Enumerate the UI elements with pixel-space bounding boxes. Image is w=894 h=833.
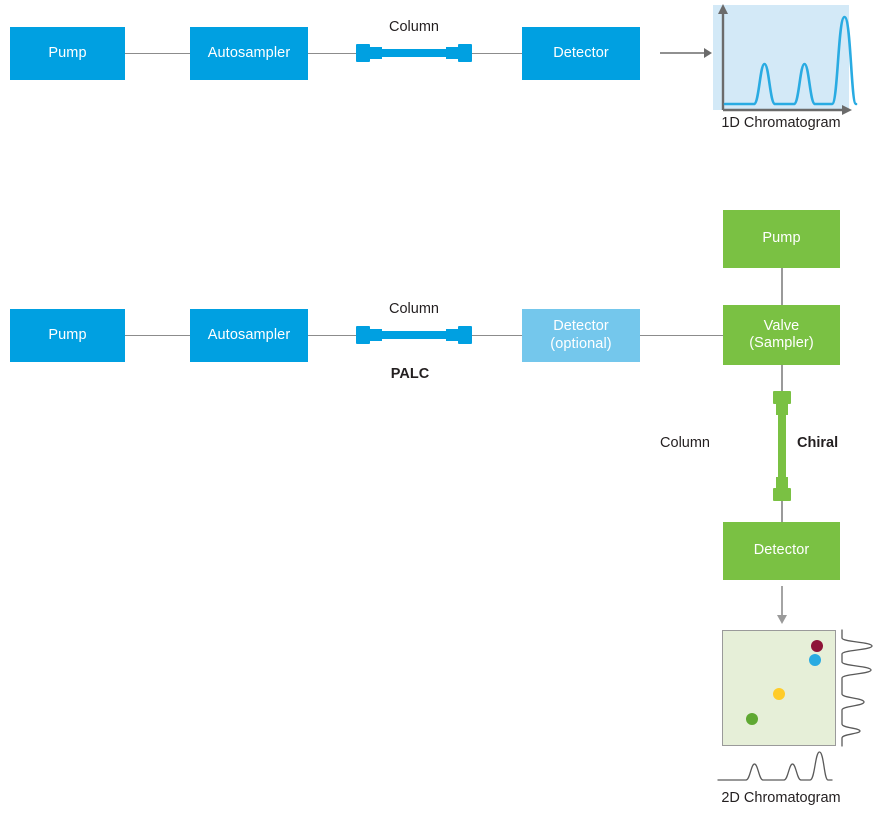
connector-valve-column: [781, 365, 783, 392]
row2-detector-label: Detector: [553, 318, 609, 335]
chromatogram-1d-panel: [713, 5, 849, 110]
second-dim-pump-box[interactable]: Pump: [723, 210, 840, 268]
connector-column-detector: [781, 500, 783, 522]
connector-row2-detector-valve: [640, 335, 723, 337]
chromatogram-1d-plot: [718, 4, 858, 115]
valve-sampler-label: (Sampler): [749, 335, 814, 351]
second-dim-pump-label: Pump: [762, 230, 801, 247]
row2-autosampler-label: Autosampler: [207, 326, 291, 343]
chromatogram-1d-caption: 1D Chromatogram: [721, 115, 841, 131]
row2-autosampler-box[interactable]: Autosampler: [190, 309, 308, 362]
connector-row2-pump-autosampler: [125, 335, 190, 337]
connector-row1-autosampler-column: [308, 53, 360, 55]
row2-pump-box[interactable]: Pump: [10, 309, 125, 362]
connector-row2-autosampler-column: [308, 335, 360, 337]
chromatogram-2d-point-analyte-1: [811, 640, 823, 652]
row1-detector-box[interactable]: Detector: [522, 27, 640, 80]
connector-row2-column-detector: [468, 335, 522, 337]
connector-row1-pump-autosampler: [125, 53, 190, 55]
chiral-label: Chiral: [797, 435, 839, 451]
second-dim-detector-label: Detector: [753, 542, 810, 559]
row1-pump-label: Pump: [48, 44, 87, 61]
valve-sampler-box[interactable]: Valve (Sampler): [723, 305, 840, 365]
hplc-column-icon: [356, 326, 472, 344]
row2-pump-label: Pump: [48, 326, 87, 343]
row1-column-label: Column: [389, 19, 439, 35]
arrow-right-icon: [660, 48, 712, 58]
chromatogram-2d-marginal-bottom: [717, 751, 833, 781]
row1-autosampler-label: Autosampler: [207, 44, 291, 61]
arrow-down-icon: [777, 586, 787, 624]
hplc-column-vertical-icon: [773, 391, 791, 501]
valve-label: Valve: [763, 317, 800, 334]
chromatogram-2d-marginal-right: [841, 629, 873, 747]
chromatogram-2d-caption: 2D Chromatogram: [721, 790, 841, 806]
connector-pump-valve: [781, 268, 783, 305]
chiral-column-label: Column: [660, 435, 710, 451]
row1-detector-label: Detector: [553, 44, 609, 61]
connector-row1-column-detector: [468, 53, 522, 55]
row2-column-label: Column: [389, 301, 439, 317]
row1-autosampler-box[interactable]: Autosampler: [190, 27, 308, 80]
chromatogram-2d-point-analyte-4: [746, 713, 758, 725]
second-dim-detector-box[interactable]: Detector: [723, 522, 840, 580]
row2-detector-optional-label: (optional): [550, 335, 612, 352]
hplc-column-icon: [356, 44, 472, 62]
chromatogram-2d-point-analyte-3: [773, 688, 785, 700]
chromatogram-2d-point-analyte-2: [809, 654, 821, 666]
row2-detector-optional-box[interactable]: Detector (optional): [522, 309, 640, 362]
palc-label: PALC: [390, 366, 430, 382]
row1-pump-box[interactable]: Pump: [10, 27, 125, 80]
